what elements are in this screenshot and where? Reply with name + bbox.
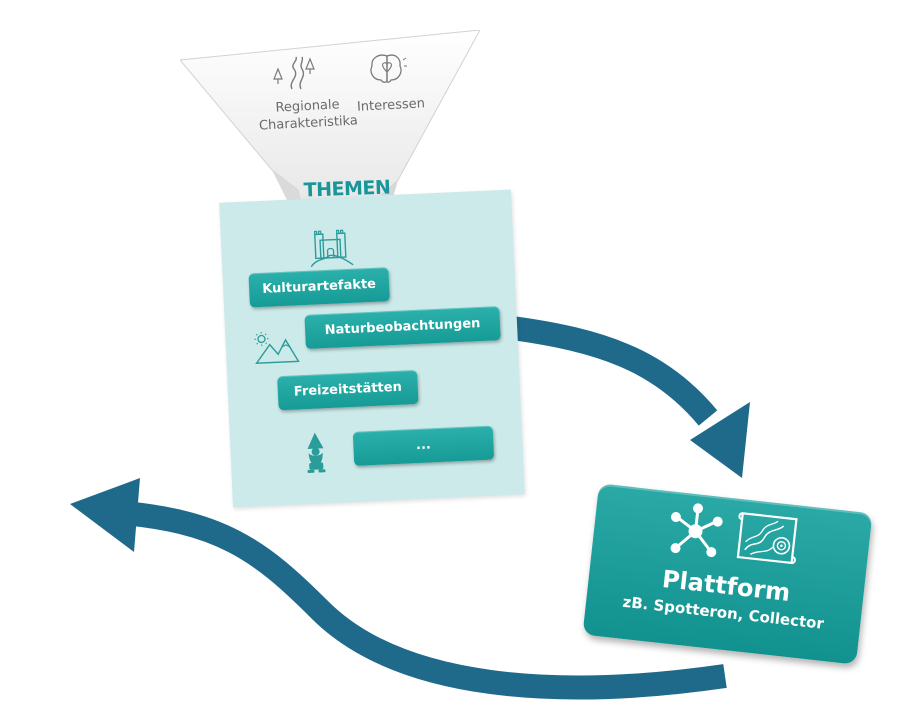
brain-heart-icon xyxy=(370,54,407,83)
network-icon xyxy=(670,503,723,558)
themen-panel: Kulturartefakte Naturbeobachtungen Freiz… xyxy=(219,189,525,508)
platform-card[interactable]: Plattform zB. Spotteron, Collector xyxy=(582,483,873,665)
themen-button-more[interactable]: ... xyxy=(352,425,495,466)
castle-icon xyxy=(310,229,354,268)
mountain-icon xyxy=(254,331,300,365)
arrow-to-platform xyxy=(510,316,750,478)
themen-button-kulturartefakte[interactable]: Kulturartefakte xyxy=(248,267,390,308)
map-icon xyxy=(736,512,798,565)
themen-button-naturbeobachtungen[interactable]: Naturbeobachtungen xyxy=(304,306,501,349)
winding-road-trees-icon xyxy=(273,56,315,90)
themen-button-freizeitstaetten[interactable]: Freizeitstätten xyxy=(277,369,419,411)
funnel-label-regionale-charakteristika: Regionale Charakteristika xyxy=(258,97,359,134)
gnome-icon xyxy=(307,432,326,474)
funnel-label-interessen: Interessen xyxy=(356,96,426,115)
arrow-return xyxy=(70,478,727,700)
